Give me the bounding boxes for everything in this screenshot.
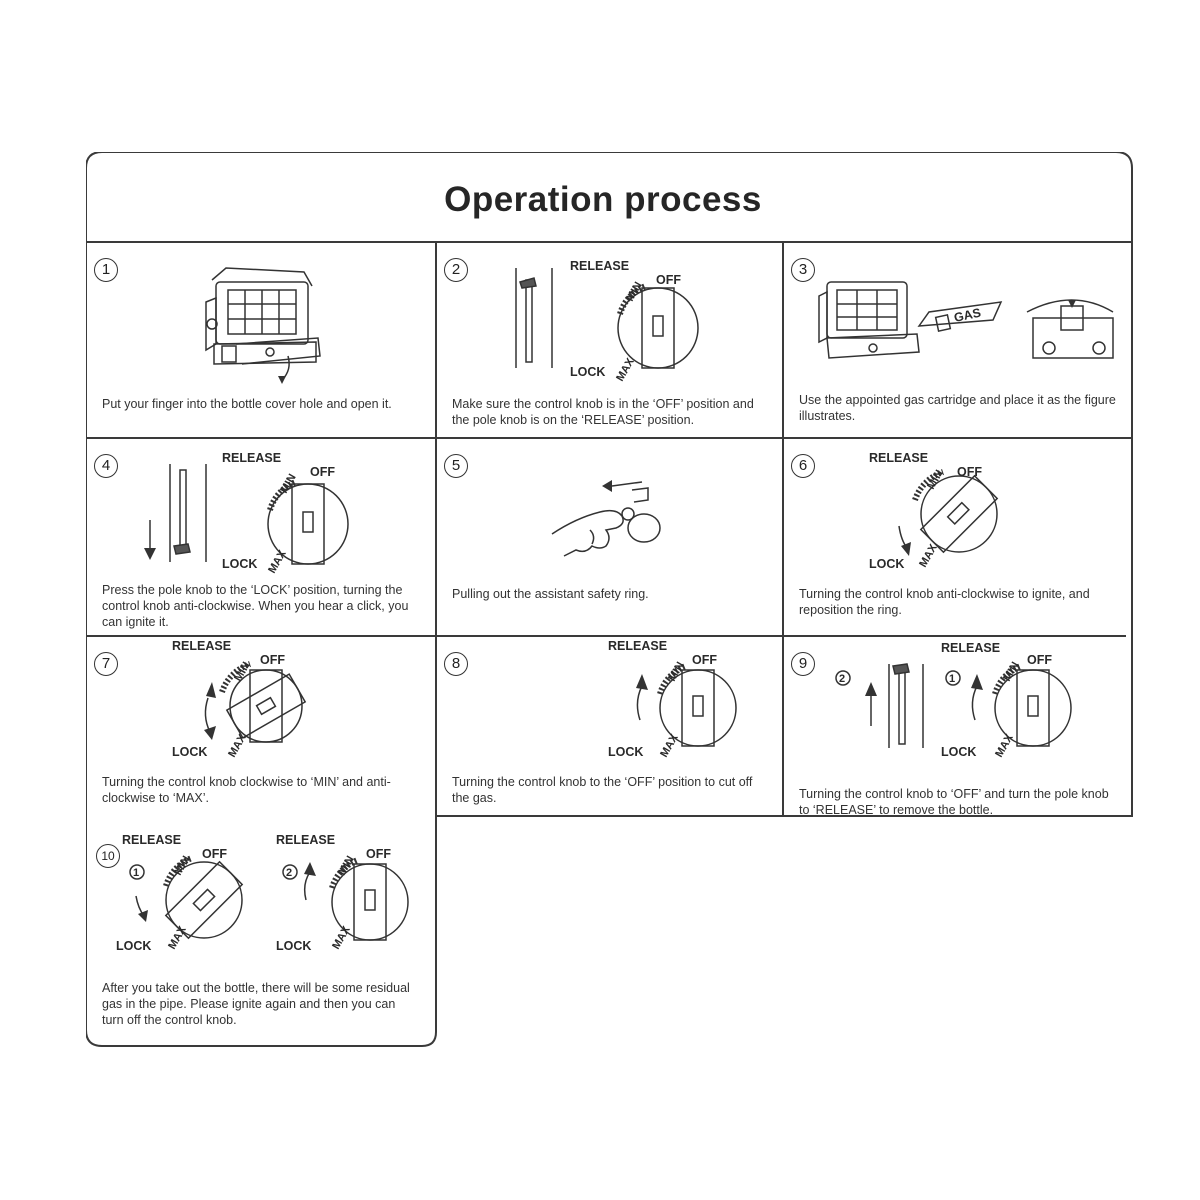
step-6: 6 RELEASE OFF MIN LOCK MAX Turning the c… — [783, 438, 1132, 636]
max-label: MAX — [266, 548, 289, 576]
lock-label: LOCK — [608, 745, 643, 759]
step-number: 5 — [444, 454, 468, 478]
step-caption: Turning the control knob to ‘OFF’ and tu… — [799, 787, 1109, 817]
min-label: MIN — [1001, 660, 1022, 684]
sub-step-2: 2 — [839, 673, 845, 685]
step-caption: Press the pole knob to the ‘LOCK’ positi… — [102, 583, 409, 629]
max-label: MAX — [658, 732, 681, 760]
dial-off-and-pole-release-illustration: 2 1 RELEASE OFF MIN LOCK MAX — [835, 641, 1072, 760]
off-label: OFF — [366, 847, 391, 861]
release-label: RELEASE — [276, 833, 335, 847]
off-label: OFF — [202, 847, 227, 861]
heater-open-cover-illustration — [205, 267, 321, 384]
step-5: 5 Pulling out the assistant safety ring. — [436, 438, 783, 636]
max-label: MAX — [993, 732, 1016, 760]
step-caption: Turning the control knob clockwise to ‘M… — [102, 775, 391, 805]
step-3: 3 GAS Use the appointed gas cartridge an… — [783, 242, 1132, 438]
release-label: RELEASE — [570, 259, 629, 273]
release-label: RELEASE — [122, 833, 181, 847]
step-1: 1 Put your finger into the bottle cover … — [86, 242, 436, 438]
sub-step-1: 1 — [133, 867, 139, 879]
sub-step-2: 2 — [286, 867, 292, 879]
step-number: 3 — [791, 258, 815, 282]
dial-off-illustration: RELEASE OFF MIN LOCK MAX — [608, 639, 737, 760]
lock-label: LOCK — [941, 745, 976, 759]
hand-pulling-safety-ring-illustration — [551, 480, 661, 557]
step-number: 9 — [791, 652, 815, 676]
step-number: 10 — [96, 844, 120, 868]
step-number: 4 — [94, 454, 118, 478]
step-9: 9 2 1 RELEASE OFF MIN LOCK — [783, 636, 1132, 817]
off-label: OFF — [692, 653, 717, 667]
step-2: 2 RELEASE OFF MIN LOCK MAX Make sure the… — [436, 242, 783, 438]
step-caption: Put your finger into the bottle cover ho… — [102, 397, 392, 411]
off-label: OFF — [310, 465, 335, 479]
step-number: 6 — [791, 454, 815, 478]
step-number: 1 — [94, 258, 118, 282]
max-label: MAX — [330, 924, 353, 952]
lock-label: LOCK — [869, 557, 904, 571]
step-caption: Pulling out the assistant safety ring. — [452, 587, 649, 601]
step-caption: After you take out the bottle, there wil… — [102, 981, 410, 1027]
min-label: MIN — [666, 660, 687, 684]
step-number: 8 — [444, 652, 468, 676]
step-number: 2 — [444, 258, 468, 282]
re-ignite-and-off-illustration: 1 2 RELEASE OFF MIN LOCK MAX RELEASE OFF… — [116, 833, 409, 953]
step-4: 4 RELEASE OFF MIN LOCK MAX Press the pol… — [86, 438, 436, 636]
lock-label: LOCK — [222, 557, 257, 571]
step-7: 7 RELEASE OFF MIN LOCK MAX Turning the c… — [86, 636, 436, 816]
sub-step-1: 1 — [949, 673, 955, 685]
off-label: OFF — [656, 273, 681, 287]
max-label: MAX — [166, 924, 189, 952]
release-label: RELEASE — [869, 451, 928, 465]
step-caption: Turning the control knob anti-clockwise … — [799, 587, 1090, 617]
dial-ignite-illustration: RELEASE OFF MIN LOCK MAX — [869, 451, 999, 571]
step-caption: Make sure the control knob is in the ‘OF… — [452, 397, 754, 427]
off-label: OFF — [1027, 653, 1052, 667]
release-label: RELEASE — [941, 641, 1000, 655]
pole-knob-release-and-dial-off-illustration: RELEASE OFF MIN LOCK MAX — [515, 259, 699, 384]
step-caption: Use the appointed gas cartridge and plac… — [799, 393, 1116, 423]
dial-min-max-illustration: RELEASE OFF MIN LOCK MAX — [172, 639, 307, 760]
release-label: RELEASE — [222, 451, 281, 465]
pole-knob-lock-illustration: RELEASE OFF MIN LOCK MAX — [144, 451, 349, 576]
table-grid — [86, 152, 1133, 1047]
lock-label: LOCK — [172, 745, 207, 759]
release-label: RELEASE — [172, 639, 231, 653]
step-8: 8 RELEASE OFF MIN LOCK MAX Turning the c… — [436, 636, 783, 816]
step-10: 10 1 2 RELEASE OFF MIN — [86, 816, 436, 1046]
lock-label: LOCK — [116, 939, 151, 953]
lock-label: LOCK — [570, 365, 605, 379]
off-label: OFF — [957, 465, 982, 479]
page-title: Operation process — [444, 180, 762, 219]
operation-sheet: Operation process 1 Put your finger into… — [86, 152, 1134, 1048]
step-number: 7 — [94, 652, 118, 676]
release-label: RELEASE — [608, 639, 667, 653]
off-label: OFF — [260, 653, 285, 667]
lock-label: LOCK — [276, 939, 311, 953]
step-caption: Turning the control knob to the ‘OFF’ po… — [452, 775, 753, 805]
gas-label: GAS — [953, 306, 982, 325]
heater-and-gas-cartridge-illustration: GAS — [818, 281, 1114, 359]
